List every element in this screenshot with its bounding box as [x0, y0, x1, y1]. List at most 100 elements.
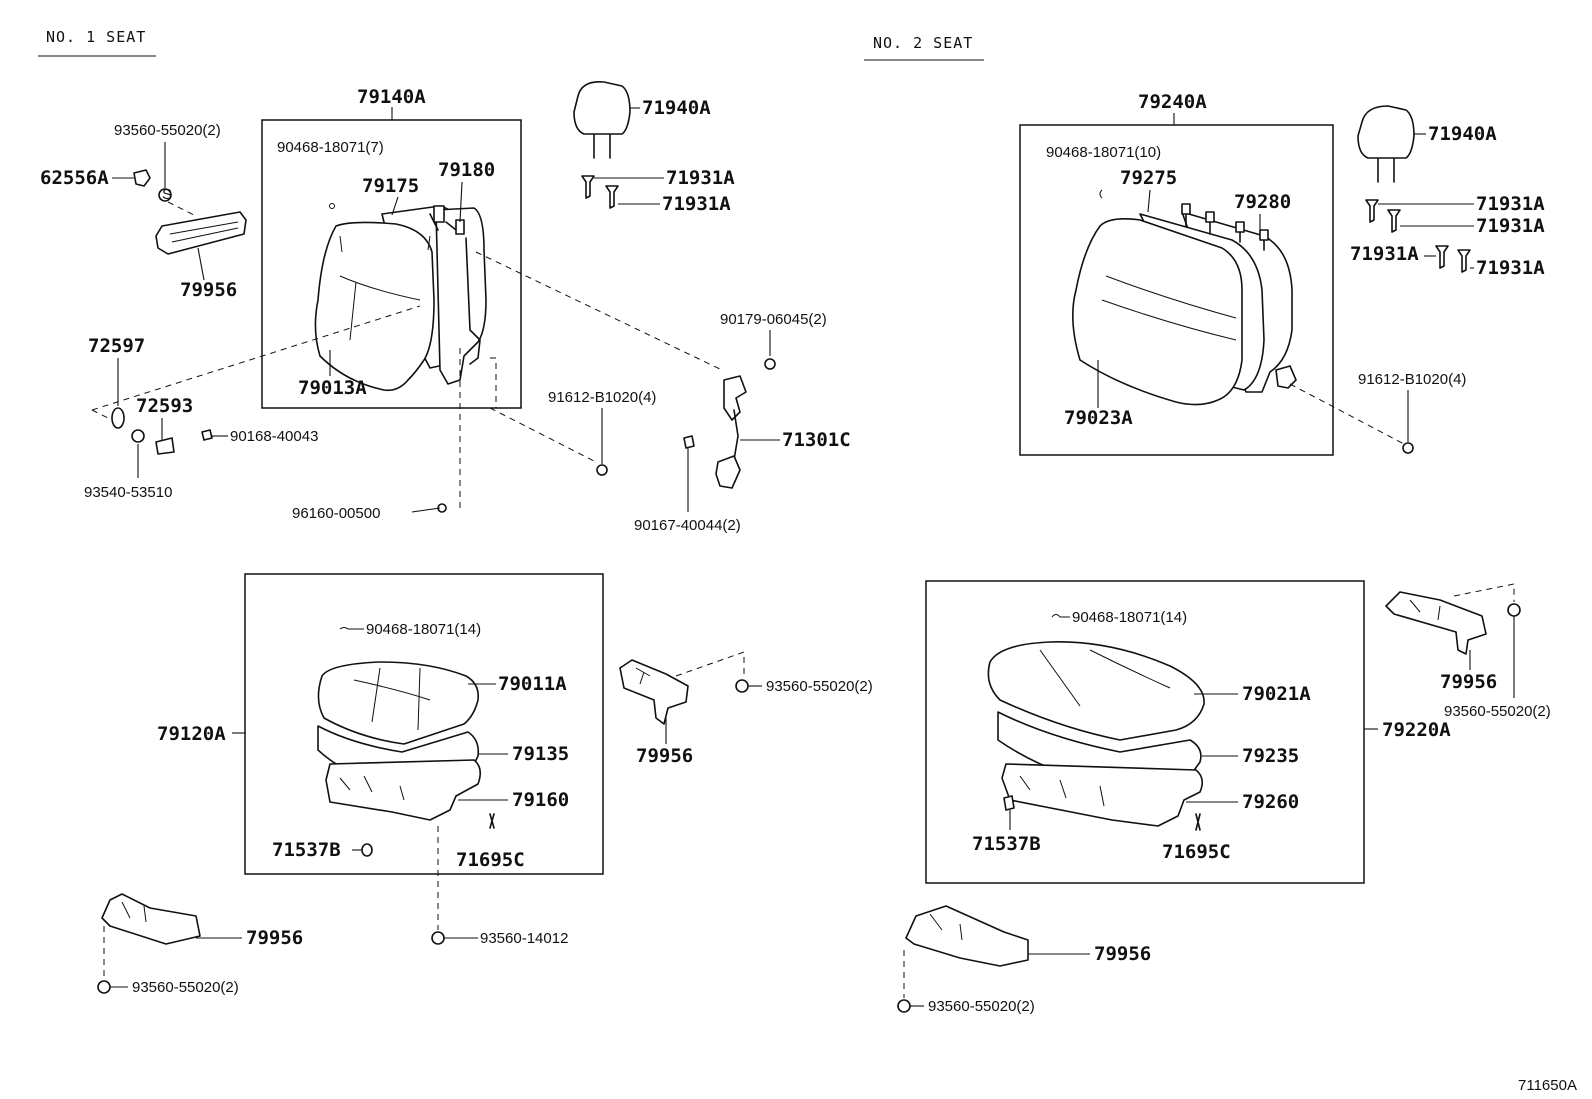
- part-label: 62556A: [40, 167, 109, 189]
- leader: [459, 181, 463, 223]
- seat2-header: NO. 2 SEAT: [873, 34, 973, 52]
- leader: [197, 247, 205, 281]
- part-label: 90167-40044(2): [634, 517, 741, 534]
- knob-part: [155, 437, 175, 455]
- part-label: 71940A: [1428, 123, 1497, 145]
- screw-part: [201, 429, 213, 441]
- part-label: 79011A: [498, 673, 567, 695]
- part-label: 71931A: [1476, 215, 1545, 237]
- part-label: 71940A: [642, 97, 711, 119]
- headrest-drawing-2: [1357, 105, 1415, 183]
- part-label: 79023A: [1064, 407, 1133, 429]
- leader: [1147, 189, 1151, 213]
- part-label: 90468-18071(14): [366, 621, 481, 638]
- hook-part: [339, 627, 364, 630]
- ring-part: [111, 407, 125, 429]
- dashed-line: [675, 651, 745, 678]
- clip-part: [97, 980, 111, 994]
- part-label: 79275: [1120, 167, 1177, 189]
- part-label: 93560-55020(2): [766, 678, 873, 695]
- clip-part: [1507, 603, 1521, 617]
- part-label: 93560-55020(2): [1444, 703, 1551, 720]
- part-label: 79260: [1242, 791, 1299, 813]
- part-label: 79956: [180, 279, 237, 301]
- trim-part-79956: [1385, 591, 1487, 655]
- part-label: 90168-40043: [230, 428, 318, 445]
- part-label: 72593: [136, 395, 193, 417]
- part-label: 79235: [1242, 745, 1299, 767]
- seat2-cushion-drawing: [987, 641, 1205, 827]
- trim-part-79956: [619, 659, 689, 725]
- part-label: 90179-06045(2): [720, 311, 827, 328]
- clip-part: [431, 931, 445, 945]
- seat2-seatback-drawing: [1072, 203, 1297, 406]
- guide-part: [1387, 209, 1401, 233]
- dashed-line: [1289, 383, 1405, 445]
- part-label: 93560-55020(2): [132, 979, 239, 996]
- part-label: 90468-18071(7): [277, 139, 384, 156]
- trim-part-79956: [101, 893, 201, 945]
- part-label: 72597: [88, 335, 145, 357]
- part-label: 79956: [1440, 671, 1497, 693]
- clip-mark: S: [162, 186, 172, 203]
- part-label: 71301C: [782, 429, 851, 451]
- part-label: 79175: [362, 175, 419, 197]
- seat2-cushion-assembly-box: [925, 580, 1365, 884]
- seat2-back-assembly-box: [1019, 124, 1334, 456]
- bolt-part: [596, 464, 608, 476]
- part-label: 71931A: [1476, 257, 1545, 279]
- part-label: 79021A: [1242, 683, 1311, 705]
- guide-part: [1435, 245, 1449, 269]
- cap-part: [1003, 795, 1015, 811]
- part-label: 79120A: [157, 723, 226, 745]
- part-label: 79956: [246, 927, 303, 949]
- dashed-line: [91, 409, 113, 421]
- cap-part: [361, 843, 373, 857]
- part-label: 79280: [1234, 191, 1291, 213]
- part-label: 93560-55020(2): [114, 122, 221, 139]
- hook-part: [1099, 189, 1103, 199]
- dashed-line: [167, 201, 197, 217]
- part-label: 79956: [636, 745, 693, 767]
- clip-part: [897, 999, 911, 1013]
- bolt-part: [1402, 442, 1414, 454]
- guide-part: [1457, 249, 1471, 273]
- trim-part-79956: [905, 905, 1029, 967]
- hook-part: [1051, 614, 1070, 618]
- part-label: 91612-B1020(4): [548, 389, 656, 406]
- clip-part: [131, 429, 145, 443]
- part-label: 93560-55020(2): [928, 998, 1035, 1015]
- cover-part: [133, 169, 151, 187]
- guide-part: [605, 185, 619, 209]
- part-label: 79180: [438, 159, 495, 181]
- seat1-cushion-drawing: [317, 661, 482, 821]
- part-label: 71537B: [272, 839, 341, 861]
- part-label: 79220A: [1382, 719, 1451, 741]
- part-label: 71695C: [456, 849, 525, 871]
- pin-part: [489, 813, 495, 829]
- part-label: 71931A: [1350, 243, 1419, 265]
- guide-part: [1365, 199, 1379, 223]
- part-label: 96160-00500: [292, 505, 380, 522]
- trim-part-79956: [155, 211, 247, 255]
- part-label: 79956: [1094, 943, 1151, 965]
- part-label: 93560-14012: [480, 930, 568, 947]
- part-label: 71695C: [1162, 841, 1231, 863]
- diagram-code: 711650A: [1518, 1077, 1577, 1094]
- part-label: 90468-18071(14): [1072, 609, 1187, 626]
- part-label: 71931A: [666, 167, 735, 189]
- seat1-seatback-drawing: [314, 203, 487, 392]
- part-label: 79140A: [357, 86, 426, 108]
- seat1-header: NO. 1 SEAT: [46, 28, 146, 46]
- dashed-line: [475, 251, 723, 371]
- bracket-71301C-drawing: [683, 375, 747, 489]
- nut-part: [764, 358, 776, 370]
- part-label: 93540-53510: [84, 484, 172, 501]
- seat1-cushion-assembly-box: [244, 573, 604, 875]
- part-label: 79135: [512, 743, 569, 765]
- part-label: 91612-B1020(4): [1358, 371, 1466, 388]
- part-label: 90468-18071(10): [1046, 144, 1161, 161]
- pin-part: [1195, 813, 1201, 831]
